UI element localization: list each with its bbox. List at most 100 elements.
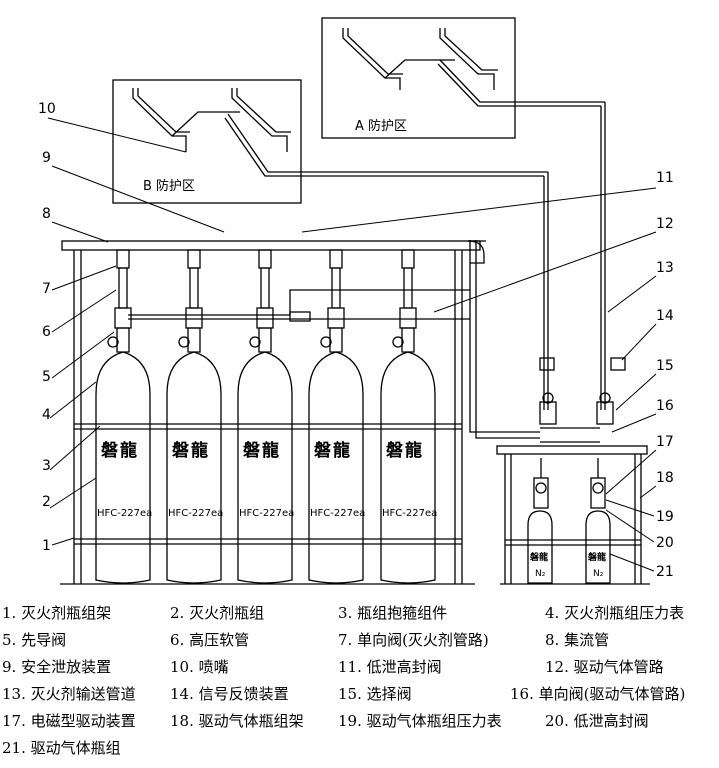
legend-item: 11. 低泄高封阀 [338, 658, 442, 676]
agent-cylinders [95, 249, 436, 584]
cylinder-valve-part [258, 327, 272, 353]
legend-item: 1. 灭火剂瓶组架 [2, 604, 112, 622]
legend-row: 17. 电磁型驱动装置 18. 驱动气体瓶组架 19. 驱动气体瓶组压力表 20. 低… [0, 708, 719, 734]
zone-b-box [112, 79, 302, 204]
zone-a-box [321, 17, 516, 139]
legend-item: 21. 驱动气体瓶组 [2, 739, 121, 757]
legend-row: 21. 驱动气体瓶组 [0, 735, 719, 761]
agent-cylinder [95, 351, 151, 584]
leader-line [49, 425, 101, 471]
cylinder-labels: 磐龍HFC-227ea磐龍HFC-227ea磐龍HFC-227ea磐龍HFC-2… [97, 440, 437, 519]
leader-line [615, 373, 657, 411]
pressure-gauge [178, 336, 190, 348]
legend-item: 9. 安全泄放装置 [2, 658, 112, 676]
cylinder-valve-part [327, 307, 345, 329]
callout-number: 21 [656, 564, 674, 580]
callout-number: 16 [656, 398, 674, 414]
leader-line [611, 413, 657, 433]
cylinder-valve-part [114, 307, 132, 329]
pressure-gauge [249, 336, 261, 348]
system-diagram: A 防护区 B 防护区 磐龍HFC-227ea磐龍HFC-227ea磐龍HFC-… [38, 17, 674, 585]
legend-item: 16. 单向阀(驱动气体管路) [510, 685, 686, 703]
leader-line [47, 117, 187, 153]
leader-line [51, 265, 117, 291]
legend-item: 12. 驱动气体管路 [545, 658, 664, 676]
leader-line [49, 477, 97, 509]
leader-line [621, 323, 657, 361]
legend-item: 4. 灭火剂瓶组压力表 [545, 604, 685, 622]
drive-gas-rack [496, 445, 650, 585]
leader-line [51, 221, 109, 243]
leader-line [605, 509, 655, 543]
legend-item: 5. 先导阀 [2, 631, 67, 649]
cylinder-valve-part [403, 267, 413, 309]
legend-item: 13. 灭火剂输送管道 [2, 685, 136, 703]
drive-gas-pipe [128, 289, 470, 316]
agent-rack [60, 240, 486, 585]
cylinder-valve-part [185, 307, 203, 329]
callout-number: 2 [42, 494, 51, 510]
legend-item: 19. 驱动气体瓶组压力表 [338, 712, 502, 730]
leader-line [51, 165, 225, 233]
cylinder-valve-part [187, 327, 201, 353]
callout-number: 13 [656, 260, 674, 276]
legend-item: 8. 集流管 [545, 631, 610, 649]
legend-item: 14. 信号反馈装置 [170, 685, 289, 703]
callout-number: 11 [656, 170, 674, 186]
agent-delivery-pipes [469, 102, 606, 443]
cylinder-valve-part [401, 327, 415, 353]
cylinder-model: HFC-227ea [310, 508, 365, 519]
legend-item: 18. 驱动气体瓶组架 [170, 712, 304, 730]
legend-item: 17. 电磁型驱动装置 [2, 712, 136, 730]
cylinder-valve-part [118, 267, 128, 309]
zone-b-piping [132, 88, 548, 177]
cylinder-brand: 磐龍 [171, 440, 210, 461]
pressure-gauge [392, 336, 404, 348]
legend-item: 20. 低泄高封阀 [545, 712, 649, 730]
callout-number: 5 [42, 369, 51, 385]
leader-line [639, 485, 657, 499]
legend-row: 1. 灭火剂瓶组架 2. 灭火剂瓶组 3. 瓶组抱箍组件 4. 灭火剂瓶组压力表 [0, 600, 719, 626]
leader-line [49, 381, 97, 419]
leader-line [51, 537, 75, 546]
cylinder-valve-part [256, 307, 274, 329]
legend-item: 6. 高压软管 [170, 631, 250, 649]
drive-cylinder-brand-1: 磐龍 [529, 551, 548, 563]
cylinder-valve-part [260, 267, 270, 309]
agent-cylinder [237, 351, 293, 584]
cylinder-brand: 磐龍 [385, 440, 424, 461]
legend-item: 2. 灭火剂瓶组 [170, 604, 265, 622]
drive-cylinder-gas-2: N₂ [593, 569, 604, 579]
cylinder-valve-part [258, 249, 272, 269]
agent-cylinder [166, 351, 222, 584]
leader-line [609, 553, 655, 572]
leader-line [607, 275, 657, 313]
zone-a-piping [342, 28, 605, 107]
cylinder-valve-part [399, 307, 417, 329]
leader-line [301, 187, 657, 233]
legend: 1. 灭火剂瓶组架 2. 灭火剂瓶组 3. 瓶组抱箍组件 4. 灭火剂瓶组压力表 5. … [0, 600, 719, 768]
drive-gas-cylinders [527, 458, 611, 584]
cylinder-brand: 磐龍 [100, 440, 139, 461]
callout-number: 10 [38, 101, 56, 117]
cylinder-model: HFC-227ea [97, 508, 152, 519]
pressure-gauge [107, 336, 119, 348]
callout-number: 8 [42, 206, 51, 222]
leader-line [51, 289, 117, 333]
callout-number: 19 [656, 509, 674, 525]
legend-item: 3. 瓶组抱箍组件 [338, 604, 448, 622]
leader-line [605, 499, 655, 517]
cylinder-valve-part [116, 327, 130, 353]
callout-number: 18 [656, 470, 674, 486]
legend-item: 7. 单向阀(灭火剂管路) [338, 631, 489, 649]
cylinder-valve-part [329, 327, 343, 353]
zone-b-label: B 防护区 [143, 178, 195, 194]
callout-number: 7 [42, 281, 51, 297]
cylinder-model: HFC-227ea [168, 508, 223, 519]
callout-number: 4 [42, 407, 51, 423]
callout-number: 6 [42, 324, 51, 340]
callout-number: 12 [656, 216, 674, 232]
selector-valves [539, 357, 626, 425]
